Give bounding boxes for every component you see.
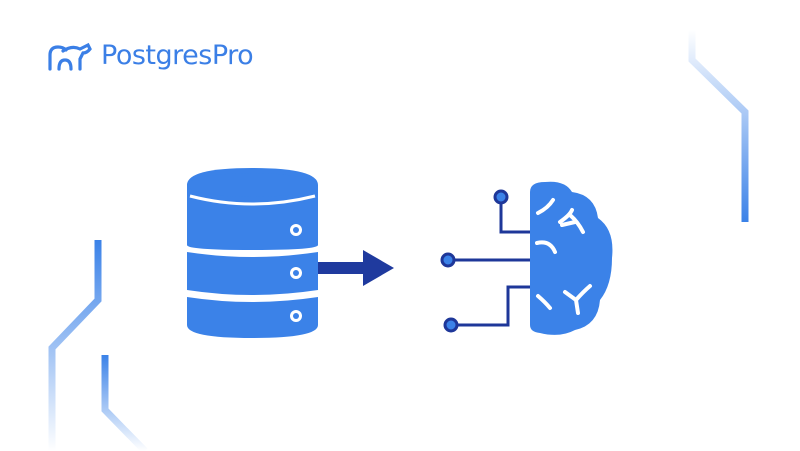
circuit-lines <box>455 202 532 327</box>
logo-text: PostgresPro <box>101 40 254 71</box>
decor-lines-right <box>688 30 749 222</box>
decor-lines-left <box>48 240 148 451</box>
arrow-right-icon <box>318 250 394 286</box>
elephant-logo-icon <box>48 42 92 71</box>
circuit-nodes <box>440 189 509 333</box>
brain-icon <box>530 181 613 335</box>
postgrespro-logo[interactable]: PostgresPro <box>47 40 254 71</box>
database-icon <box>187 168 318 338</box>
